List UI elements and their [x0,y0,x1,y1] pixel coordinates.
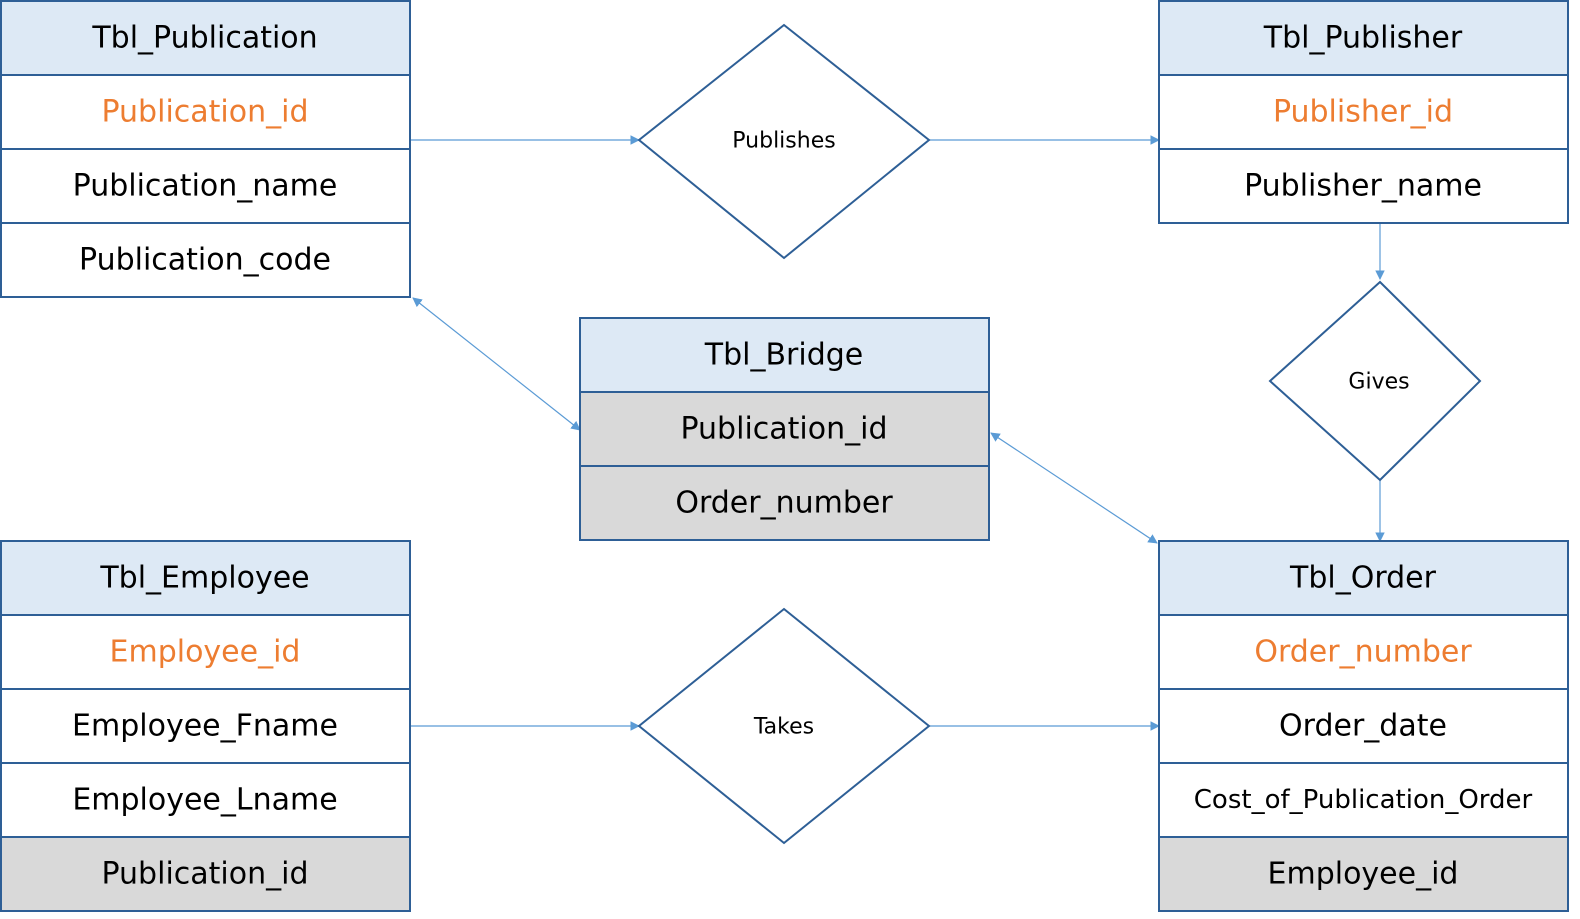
publisher-field-primary-key: Publisher_id [1273,95,1453,130]
takes-diamond [637,607,931,845]
employee-field-row [0,762,411,838]
bridge-field: Order_number [675,486,893,521]
relationship-gives: Gives [1268,280,1482,482]
publisher-title: Tbl_Publisher [1263,21,1463,56]
relationship-takes: Takes [637,607,931,845]
employee-header [0,540,411,616]
relationship-publishes: Publishes [637,23,931,260]
connector-bridge-order [990,432,1158,544]
employee-field: Employee_Fname [72,709,338,744]
entity-order: Tbl_Order Order_number Order_date Cost_o… [1158,540,1569,912]
gives-diamond [1268,280,1482,482]
order-title: Tbl_Order [1289,561,1437,596]
order-field: Order_date [1279,709,1447,744]
publication-title: Tbl_Publication [91,21,317,56]
bridge-field-row-foreign-key [579,465,990,541]
employee-field-row [0,688,411,764]
bridge-field-row-foreign-key [579,391,990,467]
publisher-field-row [1158,74,1569,150]
employee-field-row [0,614,411,690]
employee-field: Employee_Lname [72,783,337,818]
bridge-header [579,317,990,393]
publication-field-row [0,148,411,224]
gives-label: Gives [1348,370,1409,395]
publishes-diamond [637,23,931,260]
publication-field-primary-key: Publication_id [101,95,308,130]
publication-field-row [0,222,411,298]
employee-field-primary-key: Employee_id [110,635,301,670]
entity-employee: Tbl_Employee Employee_id Employee_Fname … [0,540,411,912]
publication-header [0,0,411,76]
publication-field-row [0,74,411,150]
employee-title: Tbl_Employee [99,561,309,596]
order-field-row-foreign-key [1158,836,1569,912]
publisher-field: Publisher_name [1244,169,1482,204]
publication-field: Publication_name [73,169,338,204]
connector-publication-bridge [412,297,581,431]
takes-label: Takes [753,715,814,740]
publisher-field-row [1158,148,1569,224]
order-header [1158,540,1569,616]
order-field: Cost_of_Publication_Order [1194,785,1533,815]
bridge-title: Tbl_Bridge [704,338,864,373]
employee-field: Publication_id [101,857,308,892]
order-field-row [1158,688,1569,764]
bridge-field: Publication_id [680,412,887,447]
order-field: Employee_id [1268,857,1459,892]
entity-bridge: Tbl_Bridge Publication_id Order_number [579,317,990,541]
connectors [411,135,1385,731]
order-field-row [1158,614,1569,690]
order-field-primary-key: Order_number [1254,635,1472,670]
publication-field: Publication_code [79,243,331,278]
order-field-row [1158,762,1569,838]
publishes-label: Publishes [732,129,835,154]
publisher-header [1158,0,1569,76]
entity-publication: Tbl_Publication Publication_id Publicati… [0,0,411,298]
entity-publisher: Tbl_Publisher Publisher_id Publisher_nam… [1158,0,1569,224]
employee-field-row-foreign-key [0,836,411,912]
